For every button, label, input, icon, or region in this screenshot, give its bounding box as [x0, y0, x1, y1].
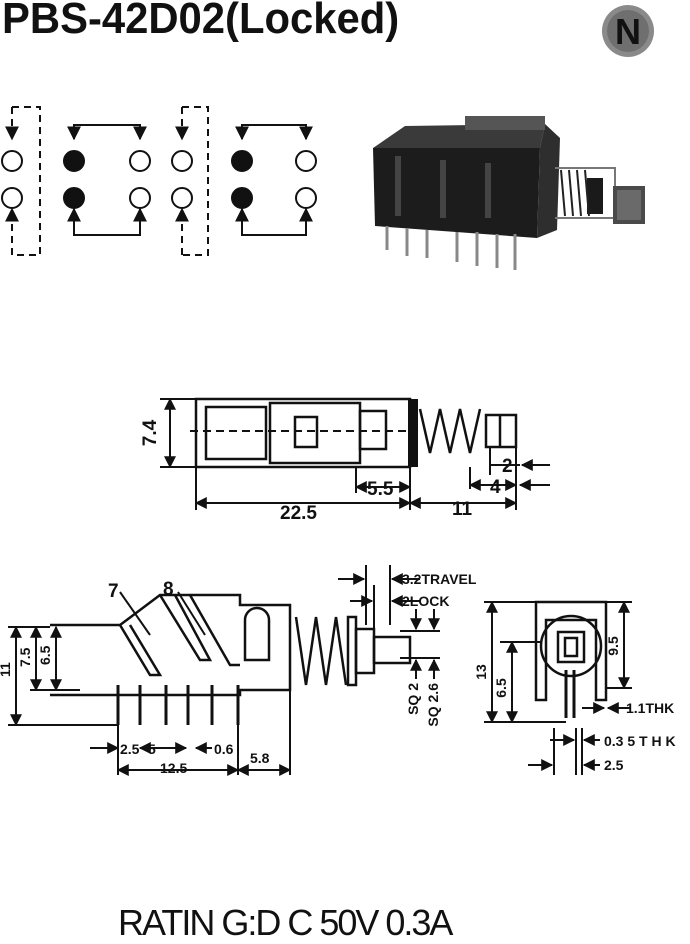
dim-height-11: 11 — [0, 662, 13, 677]
dim-sq-2: SQ 2 — [405, 683, 421, 715]
dim-height-9-5: 9.5 — [605, 636, 621, 656]
part-number-title: PBS-42D02(Locked) — [2, 0, 400, 43]
rating-text: RATIN G:D C 50V 0.3A — [118, 902, 453, 943]
dim-plunger-2: 2 — [502, 456, 513, 477]
dim-length-12-5: 12.5 — [160, 760, 187, 776]
dim-travel: 3.2TRAVEL — [402, 571, 477, 587]
dim-thk-1-1: 1.1THK — [626, 700, 674, 716]
label-7: 7 — [108, 581, 119, 602]
dim-pin-0-6: 0.6 — [214, 741, 234, 757]
dim-height-13: 13 — [473, 664, 489, 680]
dim-length-22-5: 22.5 — [280, 503, 317, 524]
dim-sq-2-6: SQ 2.6 — [425, 683, 441, 727]
dim-height-7-4: 7.4 — [140, 419, 161, 446]
dim-pitch-5: 5 — [148, 741, 156, 757]
dim-width-5-8: 5.8 — [250, 750, 270, 766]
dim-plunger-4: 4 — [490, 477, 501, 498]
dim-pitch-2-5: 2.5 — [120, 741, 140, 757]
dim-lock: 2LOCK — [402, 593, 449, 609]
side-view-drawing: 7.4 22.5 5.5 2 4 11 — [140, 397, 550, 524]
dim-plunger-11: 11 — [452, 499, 473, 520]
label-8: 8 — [163, 579, 174, 600]
dim-thk-0-35: 0.3 5 T H K — [604, 733, 676, 749]
logo-letter: N — [615, 11, 641, 52]
end-view-drawing: 13 6.5 9.5 1.1THK 0.3 5 T H K 2.5 — [473, 600, 676, 775]
dim-height-6-5-end: 6.5 — [493, 678, 509, 698]
front-view-drawing: 7 8 11 7.5 6.5 2.5 5 0.6 12.5 5.8 3.2TRA… — [0, 565, 477, 776]
dim-height-6-5: 6.5 — [37, 645, 53, 665]
dim-pitch-2-5-end: 2.5 — [604, 757, 624, 773]
dim-lock-5-5: 5.5 — [367, 479, 394, 500]
switch-photo — [373, 116, 645, 270]
n-logo-icon: N — [602, 5, 654, 57]
dim-height-7-5: 7.5 — [17, 647, 33, 667]
circuit-schematic — [1, 106, 317, 256]
